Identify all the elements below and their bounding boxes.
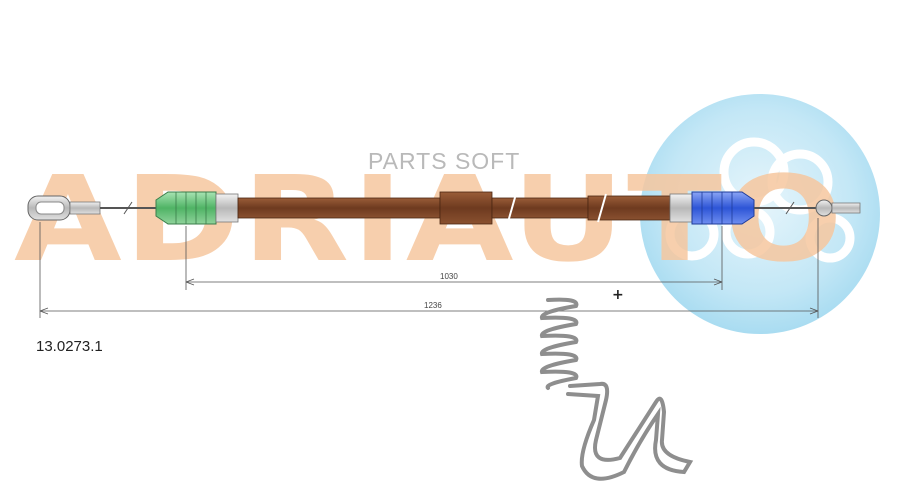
dimension-inner-label: 1030 [440,272,458,281]
left-eyelet-end [27,195,101,221]
left-green-fitting [155,191,239,225]
dimension-overall-label: 1236 [424,301,442,310]
spring [540,297,694,481]
wire-break-mark [785,201,795,215]
spring-sign: + [612,287,624,303]
wire-break-mark [123,201,133,215]
right-blue-fitting [669,191,755,225]
dimension-overall [39,218,819,318]
cable-sheath [237,191,671,225]
watermark-text: PARTS SOFT [368,148,521,174]
right-ball-end [815,199,861,217]
part-number: 13.0273.1 [36,338,103,355]
dimension-inner [185,226,723,290]
